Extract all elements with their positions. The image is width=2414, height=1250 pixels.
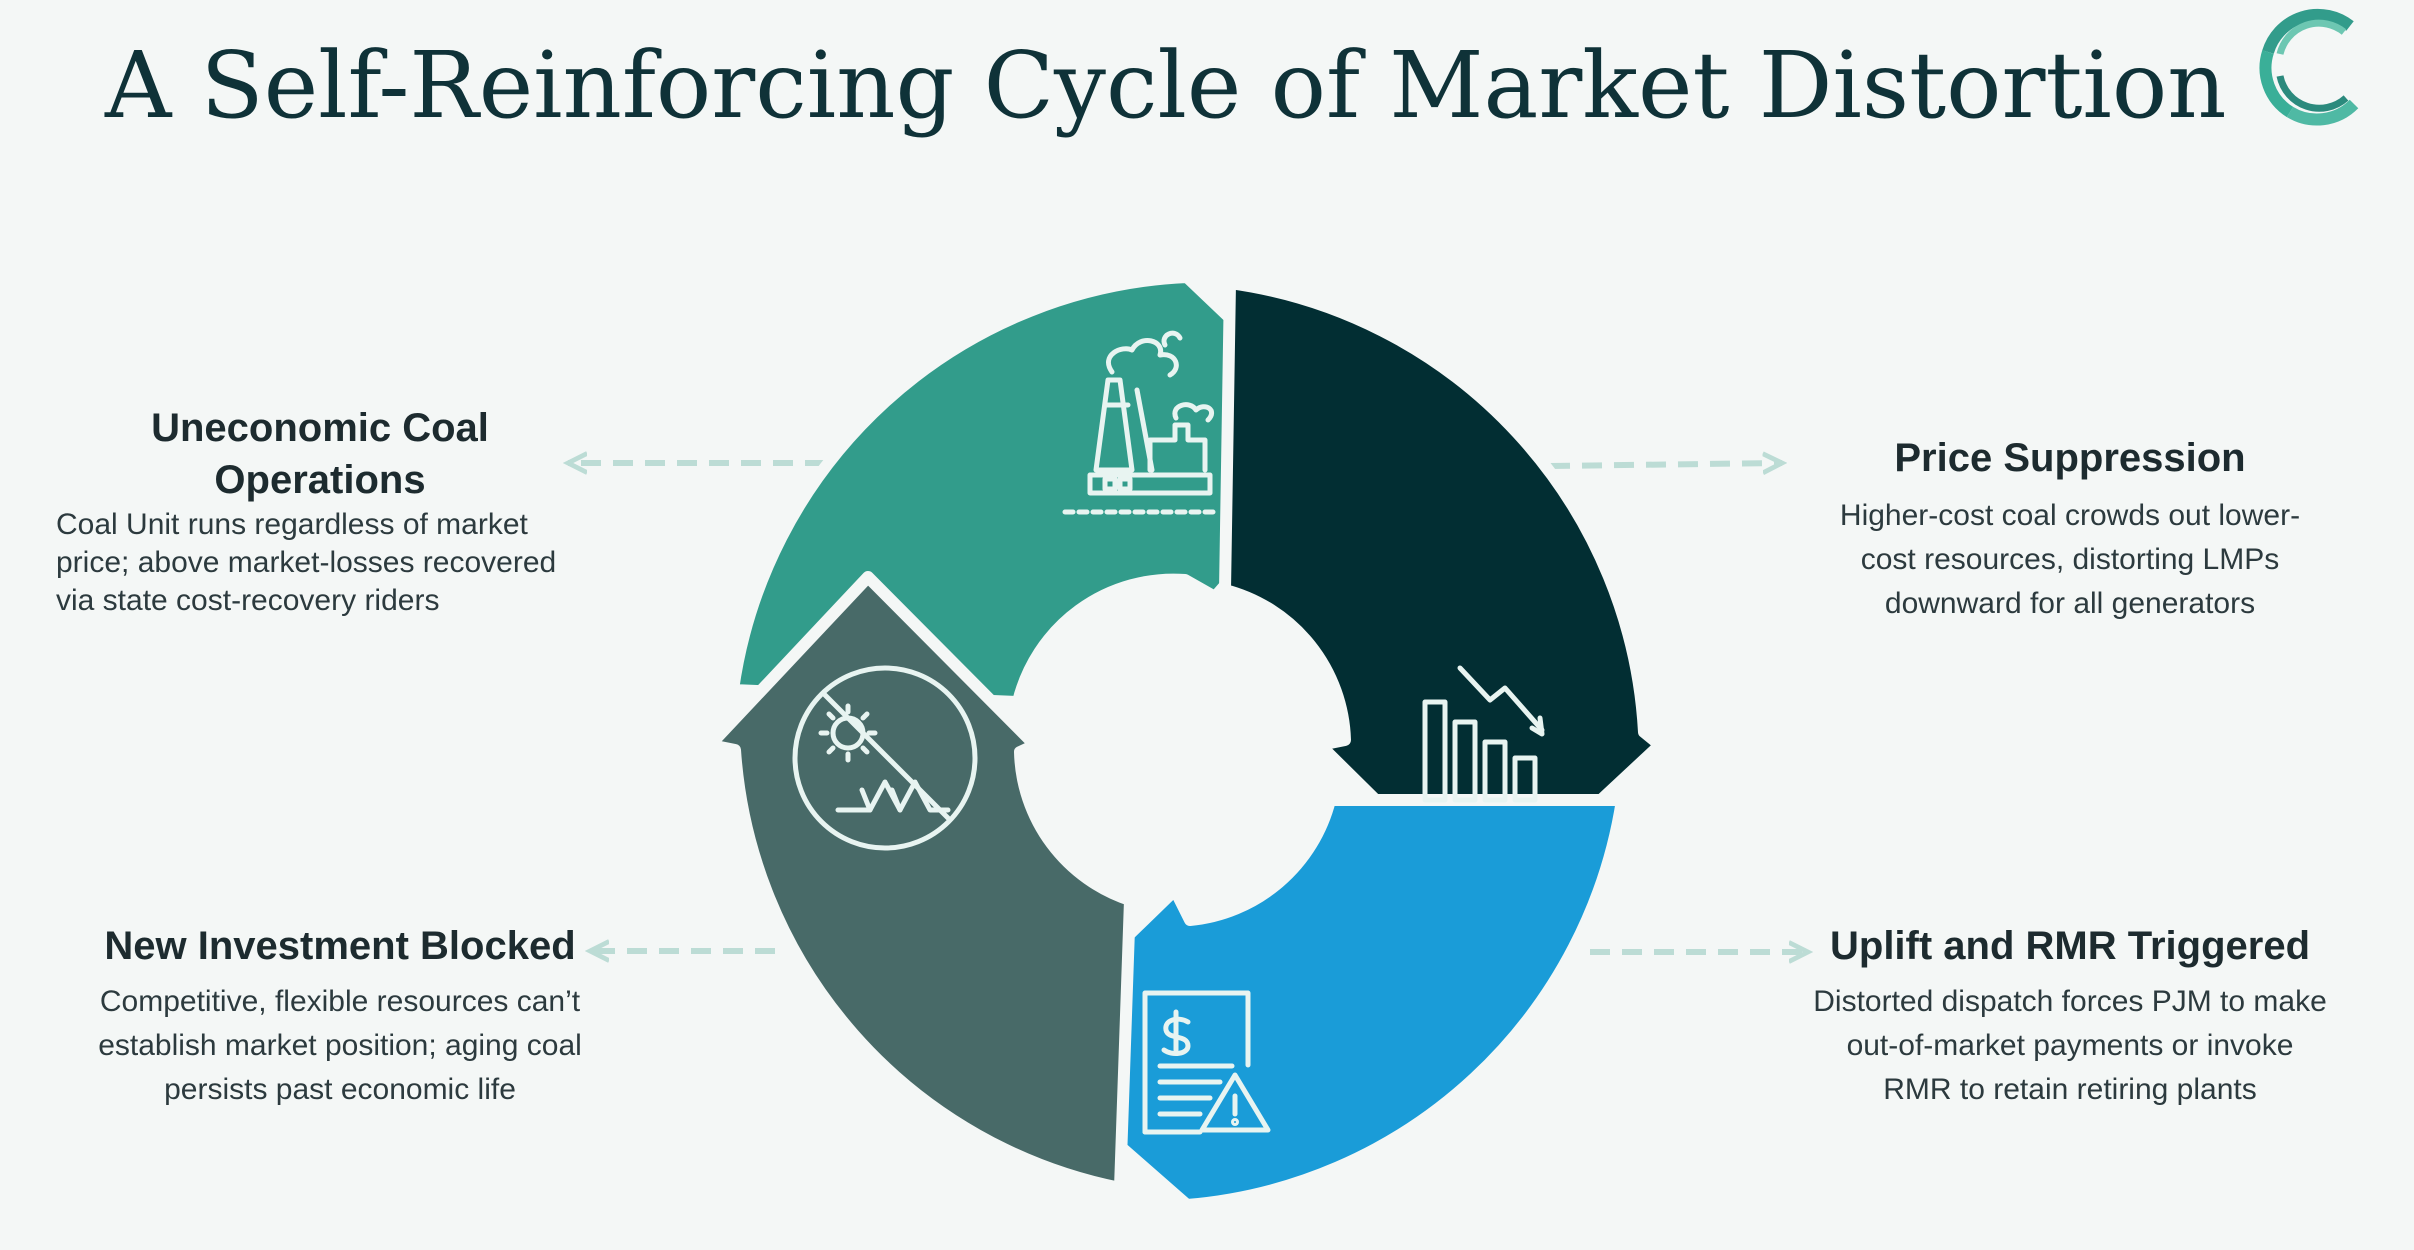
connector-arrow-price xyxy=(1549,463,1782,466)
step-price-body: Higher-cost coal crowds out lower- cost … xyxy=(1839,499,2301,620)
step-coal-body: Coal Unit runs regardless of market pric… xyxy=(56,508,557,617)
step-uplift: Uplift and RMR Triggered Distorted dispa… xyxy=(1770,920,2370,1112)
step-investment: New Investment Blocked Competitive, flex… xyxy=(60,920,620,1112)
blocked-renewables-icon xyxy=(792,665,978,851)
step-uplift-body: Distorted dispatch forces PJM to make ou… xyxy=(1813,985,2327,1106)
cycle-segment-price xyxy=(1219,277,1666,914)
step-uplift-heading: Uplift and RMR Triggered xyxy=(1830,924,2310,968)
step-investment-body: Competitive, flexible resources can’t es… xyxy=(98,985,582,1106)
cycle-segment-investment xyxy=(704,571,1136,1194)
declining-bar-chart-icon xyxy=(1422,665,1545,803)
cycle-segment-uplift xyxy=(1004,794,1628,1211)
step-coal-heading-line2: Operations xyxy=(214,458,426,502)
step-coal-heading: Uneconomic Coal Operations xyxy=(40,402,600,506)
page-title: A Self-Reinforcing Cycle of Market Disto… xyxy=(105,32,2227,139)
power-plant-icon xyxy=(1062,330,1218,515)
invoice-warning-icon xyxy=(1142,990,1271,1135)
step-price: Price Suppression Higher-cost coal crowd… xyxy=(1770,432,2370,626)
step-investment-heading: New Investment Blocked xyxy=(104,924,576,968)
step-coal: Uneconomic Coal Operations Coal Unit run… xyxy=(40,402,600,620)
c-ring-logo xyxy=(2259,8,2359,126)
step-coal-heading-line1: Uneconomic Coal xyxy=(151,406,489,450)
step-price-heading: Price Suppression xyxy=(1894,436,2246,480)
